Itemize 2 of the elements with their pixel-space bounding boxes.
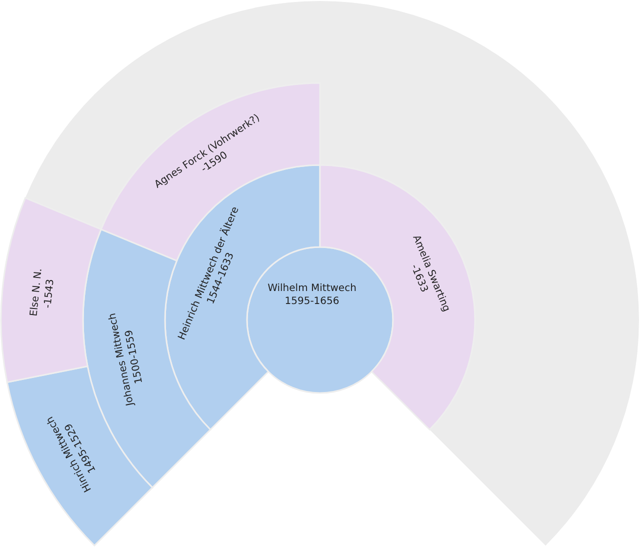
life-dates: 1595-1656 — [284, 295, 340, 308]
person-name: Wilhelm Mittwech — [268, 282, 356, 295]
